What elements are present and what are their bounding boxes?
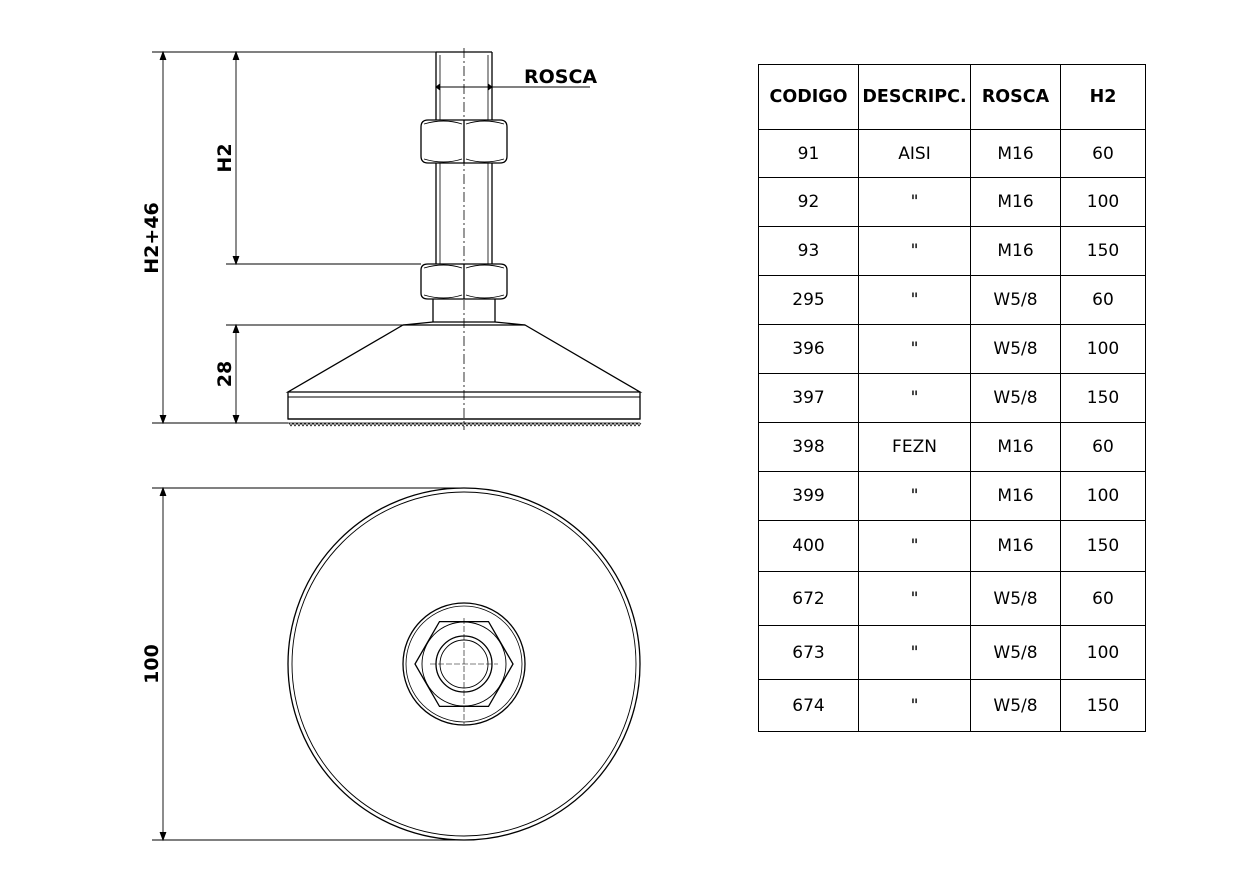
- rosca-cell: W5/8: [970, 625, 1061, 680]
- column-header-rosca: ROSCA: [970, 64, 1061, 130]
- descripcion-cell: ": [858, 275, 971, 325]
- codigo-cell: 674: [758, 679, 859, 732]
- top-dimensions: [152, 486, 464, 842]
- descripcion-cell: AISI: [858, 129, 971, 178]
- descripcion-cell: ": [858, 177, 971, 227]
- rosca-cell: W5/8: [970, 275, 1061, 325]
- rosca-cell: M16: [970, 177, 1061, 227]
- side-view: [285, 48, 643, 430]
- codigo-cell: 673: [758, 625, 859, 680]
- descripcion-cell: FEZN: [858, 422, 971, 472]
- rosca-cell: M16: [970, 422, 1061, 472]
- h2-cell: 60: [1060, 275, 1146, 325]
- thread-label: ROSCA: [524, 66, 597, 88]
- rosca-cell: M16: [970, 471, 1061, 521]
- hex-nut-outline: [414, 620, 514, 708]
- codigo-cell: 93: [758, 226, 859, 276]
- side-dimensions: [152, 50, 590, 425]
- codigo-cell: 91: [758, 129, 859, 178]
- neck-circle: [402, 602, 526, 726]
- h2-cell: 60: [1060, 422, 1146, 472]
- descripcion-cell: ": [858, 226, 971, 276]
- codigo-cell: 672: [758, 571, 859, 626]
- codigo-cell: 399: [758, 471, 859, 521]
- h2-cell: 150: [1060, 226, 1146, 276]
- h2-cell: 60: [1060, 571, 1146, 626]
- rosca-cell: W5/8: [970, 324, 1061, 374]
- column-header-descripcion: DESCRIPC.: [858, 64, 971, 130]
- h2-cell: 150: [1060, 520, 1146, 572]
- codigo-cell: 295: [758, 275, 859, 325]
- rosca-cell: W5/8: [970, 679, 1061, 732]
- codigo-cell: 400: [758, 520, 859, 572]
- codigo-cell: 398: [758, 422, 859, 472]
- base-inner-circle: [291, 491, 637, 837]
- h2-cell: 60: [1060, 129, 1146, 178]
- total-height-dimension-label: H2+46: [141, 202, 163, 273]
- h2-cell: 100: [1060, 625, 1146, 680]
- top-view: [287, 487, 641, 841]
- descripcion-cell: ": [858, 679, 971, 732]
- descripcion-cell: ": [858, 471, 971, 521]
- descripcion-cell: ": [858, 324, 971, 374]
- knurled-edge: [288, 422, 642, 427]
- rosca-cell: W5/8: [970, 373, 1061, 423]
- codigo-cell: 396: [758, 324, 859, 374]
- h2-cell: 100: [1060, 471, 1146, 521]
- rosca-cell: M16: [970, 226, 1061, 276]
- h2-dimension-label: H2: [214, 143, 236, 172]
- base-height-dimension-label: 28: [214, 361, 236, 387]
- technical-drawing: ROSCA H2 H2+46 28 100: [141, 48, 643, 842]
- table-header-row: CODIGO DESCRIPC. ROSCA H2: [758, 64, 1146, 130]
- h2-cell: 150: [1060, 679, 1146, 732]
- column-header-h2: H2: [1060, 64, 1146, 130]
- descripcion-cell: ": [858, 373, 971, 423]
- column-header-codigo: CODIGO: [758, 64, 859, 130]
- codigo-cell: 397: [758, 373, 859, 423]
- rosca-cell: W5/8: [970, 571, 1061, 626]
- h2-cell: 150: [1060, 373, 1146, 423]
- rosca-cell: M16: [970, 129, 1061, 178]
- descripcion-cell: ": [858, 571, 971, 626]
- h2-cell: 100: [1060, 177, 1146, 227]
- codigo-cell: 92: [758, 177, 859, 227]
- rosca-cell: M16: [970, 520, 1061, 572]
- descripcion-cell: ": [858, 625, 971, 680]
- h2-cell: 100: [1060, 324, 1146, 374]
- descripcion-cell: ": [858, 520, 971, 572]
- diameter-dimension-label: 100: [141, 644, 163, 684]
